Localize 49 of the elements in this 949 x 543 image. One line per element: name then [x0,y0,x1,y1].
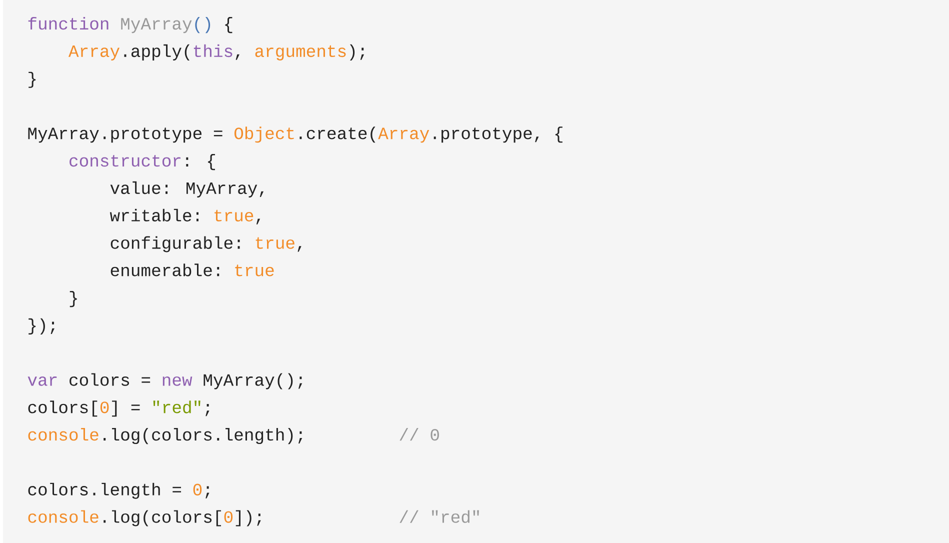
code-comment: // "red" [400,510,479,523]
code-text: this [194,44,232,58]
code-text: colors = [70,373,150,386]
code-text: enumerable: [110,264,220,276]
code-text: ; [206,486,210,498]
code-text: writable: [110,208,198,222]
code-text: : { [186,154,215,170]
code-text: ; [206,404,210,416]
code-text: MyArray.prototype = [28,128,222,143]
code-text: true [214,210,254,222]
code-text: function [28,17,108,30]
code-text: console [28,428,98,441]
code-text: var [28,376,57,386]
code-text: }); [28,318,54,334]
code-text: arguments [255,45,346,60]
code-text: .apply( [124,44,190,60]
code-text: colors.length = [28,482,182,499]
code-text: MyArray(); [204,373,302,390]
code-text: 0 [224,511,233,523]
code-text: true [256,237,294,249]
code-text: .prototype, { [434,126,562,143]
code-text: , [256,218,260,224]
code-text: 0 [193,484,202,496]
code-text: Array [378,128,430,143]
code-text: .log(colors.length); [104,428,302,444]
code-text: .create( [300,126,376,143]
code-text: ]); [236,510,261,526]
code-text: value: MyArray, [110,181,264,198]
code-text: colors[ [28,400,98,417]
code-text: true [235,264,274,276]
code-text: MyArray [121,18,192,34]
code-text: Object [234,126,294,143]
code-text: Array [68,46,120,60]
code-text: .log(colors[ [104,510,221,526]
code-text: () [195,17,210,34]
code-text: new [162,376,192,386]
code-text: console [28,510,98,523]
code-text: { [225,17,232,34]
code-text: } [28,72,36,88]
code-comment: // 0 [400,428,439,441]
code-text: ] = [112,400,140,417]
code-text: configurable: [110,236,240,252]
code-text: constructor [70,155,180,167]
code-text: ); [350,44,364,60]
code-text: "red" [153,400,200,414]
code-text: 0 [100,402,109,414]
code-text: , [236,54,240,60]
code-text: , [298,246,302,252]
code-text: } [70,291,77,308]
